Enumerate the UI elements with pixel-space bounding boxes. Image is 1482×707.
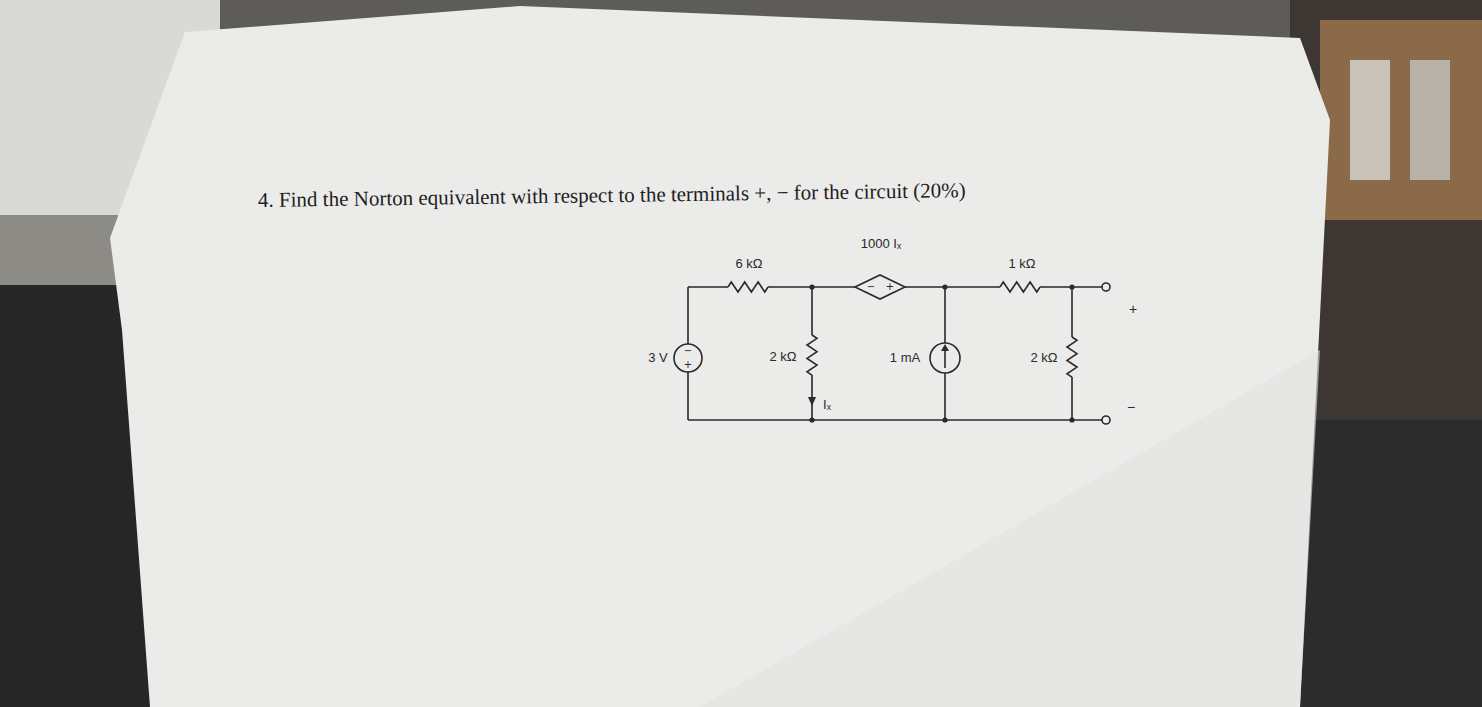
junction-dot	[1069, 417, 1074, 422]
polarity-sign: −	[684, 346, 692, 356]
paper-shade	[700, 350, 1320, 707]
source-arrow	[944, 350, 946, 368]
resistor-value: 1 kΩ	[1008, 257, 1035, 270]
resistor-symbol	[1067, 337, 1077, 377]
polarity-sign: +	[684, 360, 692, 370]
dependent-source-symbol	[855, 275, 905, 299]
resistor-value: 2 kΩ	[1030, 351, 1057, 364]
terminal-symbol	[1102, 283, 1110, 291]
resistor-symbol	[1000, 282, 1040, 292]
paper-sheet	[110, 6, 1330, 707]
terminal-sign: +	[1129, 302, 1137, 316]
arrow-head	[941, 344, 949, 351]
voltage-source-symbol	[674, 344, 702, 372]
junction-dot	[1069, 284, 1074, 289]
resistor-symbol	[728, 282, 768, 292]
resistor-symbol	[807, 335, 817, 375]
junction-dot	[942, 417, 947, 422]
cabinet-glass	[1410, 60, 1450, 180]
gain-label: 1000 Iₓ	[861, 237, 901, 250]
wire	[688, 419, 1102, 421]
junction-dot	[942, 284, 947, 289]
current-label: Iₓ	[823, 398, 831, 411]
current-source-symbol	[930, 343, 960, 373]
terminal-sign: −	[1127, 400, 1135, 414]
polarity-sign: −	[867, 282, 875, 292]
circuit-dots	[808, 284, 1075, 422]
current-arrow-head	[808, 397, 816, 406]
resistor-value: 6 kΩ	[735, 257, 762, 270]
dark-clothing	[1300, 420, 1482, 707]
circuit-wires	[674, 275, 1110, 424]
wire	[1071, 287, 1073, 420]
junction-dot	[809, 417, 814, 422]
wire	[944, 287, 946, 420]
wood-cabinet	[1320, 20, 1482, 220]
terminal-symbol	[1102, 416, 1110, 424]
source-value: 1 mA	[890, 351, 920, 364]
resistor-value: 2 kΩ	[769, 350, 796, 363]
source-value: 3 V	[648, 351, 668, 364]
polarity-sign: +	[886, 282, 894, 292]
cabinet-glass	[1350, 60, 1390, 180]
junction-dot	[809, 284, 814, 289]
